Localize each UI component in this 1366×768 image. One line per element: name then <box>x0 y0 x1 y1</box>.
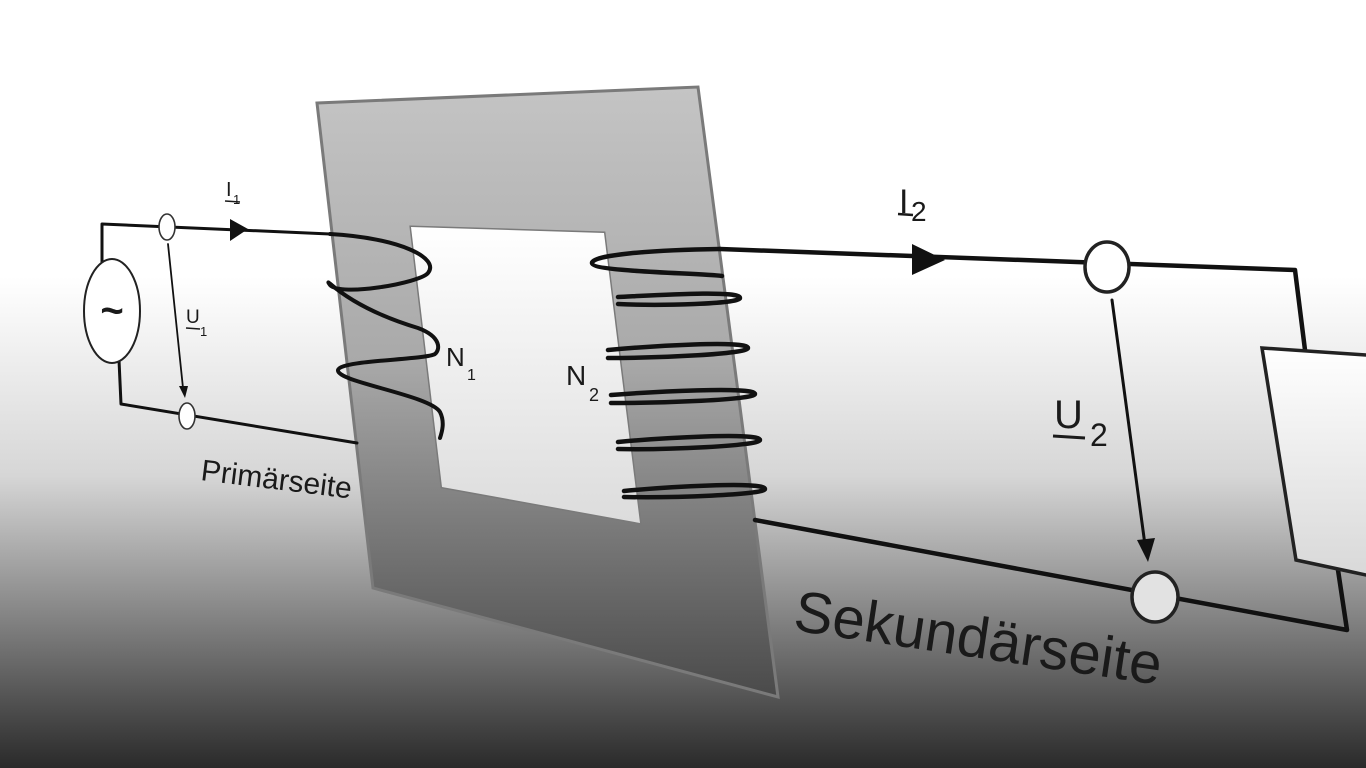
primary-terminal-top <box>158 213 176 241</box>
label-i2: I 2 <box>897 183 927 227</box>
primary-circuit: ~ <box>83 213 359 445</box>
label-n1: N 1 <box>446 342 476 384</box>
label-primary-side: Primärseite <box>199 454 354 505</box>
ac-source-symbol: ~ <box>100 289 123 333</box>
secondary-coil <box>589 246 768 500</box>
label-i1-index: 1 <box>233 192 240 207</box>
label-u2: U 2 <box>1052 393 1108 453</box>
label-n2-symbol: N <box>566 360 586 391</box>
label-n1-symbol: N <box>446 342 465 372</box>
load-resistor <box>1259 346 1366 577</box>
current-arrow-i2 <box>912 244 945 275</box>
label-n2-index: 2 <box>589 385 599 405</box>
label-n1-index: 1 <box>467 367 476 384</box>
primary-terminal-bottom <box>178 402 196 430</box>
current-arrow-i1 <box>230 219 248 241</box>
label-i1-symbol: I <box>226 179 232 201</box>
voltage-arrow-u1-head <box>179 386 188 398</box>
secondary-terminal-bottom <box>1130 570 1180 624</box>
ac-source <box>83 258 141 364</box>
core-window <box>411 227 640 523</box>
label-u1-index: 1 <box>200 324 207 339</box>
label-secondary-side: Sekundärseite <box>790 579 1166 698</box>
primary-coil <box>326 232 445 440</box>
secondary-circuit <box>717 240 1366 633</box>
voltage-arrow-u2-head <box>1137 538 1155 562</box>
label-i1: I 1 <box>224 179 240 207</box>
label-i2-index: 2 <box>911 196 927 227</box>
secondary-terminal-top <box>1083 240 1131 294</box>
label-u2-index: 2 <box>1090 417 1108 453</box>
label-u2-symbol: U <box>1054 393 1083 437</box>
label-u1: U 1 <box>185 307 207 339</box>
label-i2-symbol: I <box>899 183 908 221</box>
label-n2: N 2 <box>566 360 599 405</box>
transformer-core <box>315 85 780 700</box>
label-u1-symbol: U <box>186 307 200 328</box>
